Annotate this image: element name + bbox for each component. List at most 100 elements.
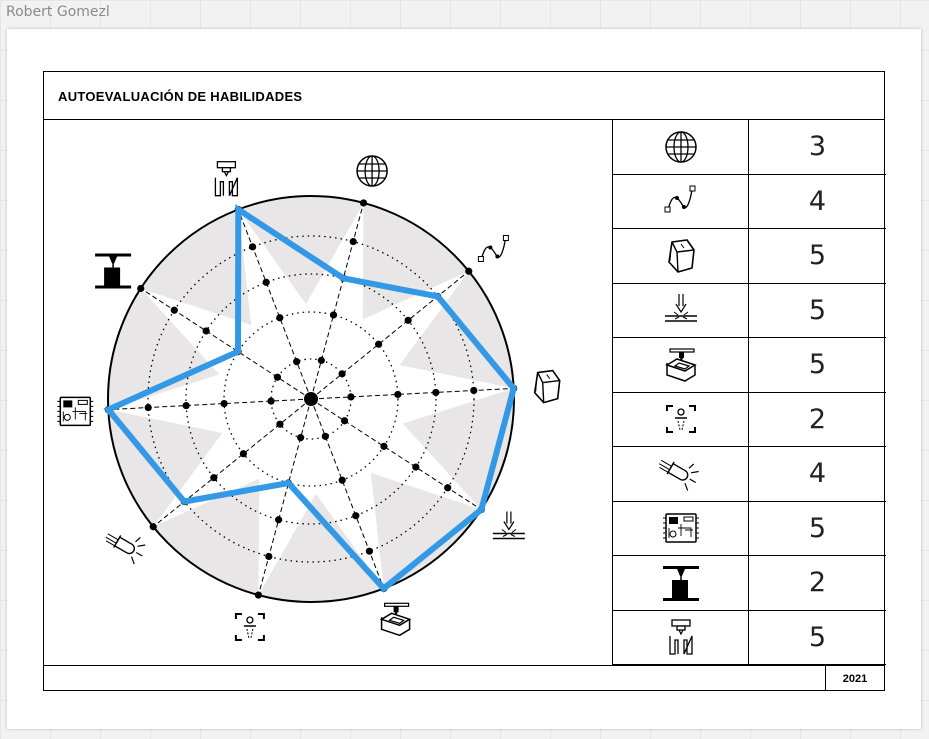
axis-spoke bbox=[310, 398, 482, 510]
3d-print-icon bbox=[664, 348, 697, 382]
3d-solid-icon bbox=[533, 369, 561, 404]
level-marker bbox=[394, 390, 402, 399]
outer-circle bbox=[107, 195, 515, 603]
level-marker bbox=[432, 388, 440, 397]
level-marker bbox=[265, 552, 273, 561]
axis-spoke bbox=[257, 398, 312, 596]
footer-bar: 2021 bbox=[44, 665, 884, 691]
series-polygon bbox=[103, 203, 517, 593]
grid-ring-4 bbox=[147, 235, 475, 563]
skill-score: 2 bbox=[808, 403, 827, 435]
table-row: 5 bbox=[613, 229, 886, 284]
table-row: 2 bbox=[613, 556, 886, 611]
vision-scan-icon bbox=[234, 613, 265, 641]
level-marker bbox=[347, 393, 355, 401]
level-marker bbox=[470, 386, 478, 395]
axis-spoke bbox=[310, 202, 365, 400]
report-frame: AUTOEVALUACIÓN DE HABILIDADES 3 4 5 5 5 2 4 5 2 5… bbox=[43, 71, 886, 691]
skill-score: 4 bbox=[808, 185, 827, 217]
led-icon bbox=[658, 459, 699, 491]
axis-spoke bbox=[140, 288, 312, 400]
skill-icon-cell bbox=[613, 229, 749, 283]
title-bar: AUTOEVALUACIÓN DE HABILIDADES bbox=[44, 72, 884, 120]
radar-chart bbox=[57, 155, 561, 641]
level-marker bbox=[365, 547, 374, 555]
level-marker bbox=[170, 306, 178, 314]
level-marker bbox=[248, 243, 257, 251]
spindle-tool-icon bbox=[668, 619, 693, 655]
level-marker bbox=[338, 476, 346, 484]
axis-spoke bbox=[237, 209, 312, 400]
circuit-board-icon bbox=[662, 513, 699, 543]
skill-icon-cell bbox=[613, 120, 749, 174]
table-row: 4 bbox=[613, 447, 886, 502]
axis-spoke bbox=[108, 398, 312, 411]
level-marker bbox=[182, 401, 190, 410]
laser-cut-icon bbox=[664, 294, 697, 322]
skill-score: 5 bbox=[808, 294, 827, 326]
level-marker bbox=[340, 417, 349, 425]
level-marker bbox=[317, 356, 325, 364]
axis-spoke bbox=[310, 398, 385, 589]
skill-score: 5 bbox=[808, 512, 827, 544]
3d-print-icon bbox=[379, 602, 412, 637]
skill-score: 4 bbox=[808, 458, 827, 490]
level-marker bbox=[273, 373, 282, 381]
author-name: Robert Gomezl bbox=[6, 4, 110, 20]
led-icon bbox=[105, 533, 146, 565]
level-marker bbox=[352, 512, 360, 520]
level-marker bbox=[276, 420, 284, 428]
year-label: 2021 bbox=[825, 666, 884, 691]
level-marker bbox=[293, 358, 301, 366]
level-marker bbox=[380, 442, 388, 450]
skill-score: 5 bbox=[808, 621, 827, 653]
center-dot bbox=[304, 392, 318, 406]
laser-cut-icon bbox=[492, 511, 525, 540]
level-marker bbox=[220, 399, 228, 408]
level-marker bbox=[329, 311, 338, 319]
level-marker bbox=[444, 484, 452, 492]
globe-icon bbox=[356, 155, 388, 187]
page-title: AUTOEVALUACIÓN DE HABILIDADES bbox=[58, 89, 303, 104]
grid-ring-3 bbox=[185, 273, 437, 525]
skill-icon-cell bbox=[613, 610, 749, 664]
level-marker bbox=[349, 237, 357, 246]
skill-score: 5 bbox=[808, 349, 827, 381]
level-marker bbox=[144, 403, 152, 412]
skill-icon-cell bbox=[613, 447, 749, 501]
table-row: 3 bbox=[613, 120, 886, 175]
level-marker bbox=[267, 397, 275, 405]
level-marker bbox=[297, 434, 305, 442]
level-marker bbox=[239, 450, 247, 458]
globe-icon bbox=[664, 131, 697, 163]
table-row: 5 bbox=[613, 338, 886, 393]
vision-scan-icon bbox=[665, 405, 696, 434]
press-machine-icon bbox=[95, 253, 132, 289]
skill-score: 3 bbox=[808, 131, 827, 163]
spindle-tool-icon bbox=[214, 161, 239, 197]
table-row: 5 bbox=[613, 283, 886, 338]
level-marker bbox=[276, 314, 284, 322]
table-row: 5 bbox=[613, 610, 886, 665]
3d-solid-icon bbox=[667, 238, 695, 273]
level-marker bbox=[404, 316, 412, 324]
level-marker bbox=[210, 474, 218, 482]
table-row: 2 bbox=[613, 392, 886, 447]
skill-icon-cell bbox=[613, 174, 749, 228]
level-marker bbox=[321, 432, 329, 440]
skill-icon-cell bbox=[613, 283, 749, 337]
press-machine-icon bbox=[662, 565, 699, 601]
level-marker bbox=[412, 463, 420, 471]
table-row: 4 bbox=[613, 174, 886, 229]
axis-spoke bbox=[152, 398, 312, 528]
skill-icon-cell bbox=[613, 556, 749, 610]
skill-score: 5 bbox=[808, 240, 827, 272]
level-marker bbox=[375, 340, 383, 348]
axis-spoke bbox=[310, 387, 514, 400]
table-row: 5 bbox=[613, 501, 886, 556]
vector-curve-icon bbox=[664, 185, 695, 213]
level-marker bbox=[275, 516, 283, 524]
level-marker bbox=[202, 327, 210, 335]
circuit-board-icon bbox=[57, 396, 94, 427]
skill-icon-cell bbox=[613, 501, 749, 555]
